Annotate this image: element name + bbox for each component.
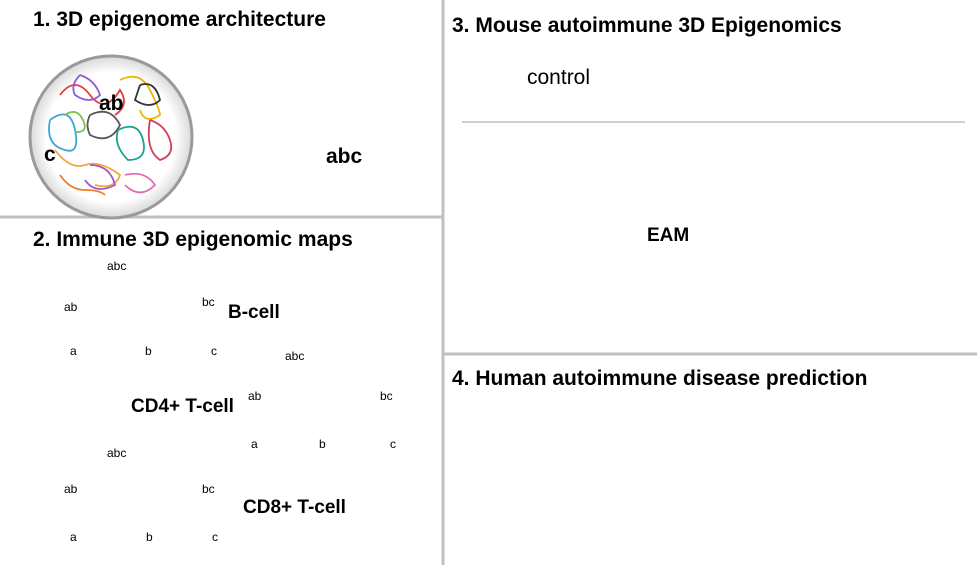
panel3-title: 3. Mouse autoimmune 3D Epigenomics (452, 14, 842, 37)
map2-label-b: b (319, 437, 326, 451)
map1-label-bc: bc (202, 295, 215, 309)
nucleus-left (28, 54, 194, 220)
label-control: control (527, 66, 591, 89)
map2-label-ab: ab (248, 389, 262, 403)
map1-label-c: c (211, 344, 217, 358)
map2-cell-label: CD4+ T-cell (131, 396, 234, 417)
map2-label-a: a (251, 437, 258, 451)
panel2-title: 2. Immune 3D epigenomic maps (33, 228, 353, 251)
label-ab: ab (99, 92, 124, 115)
map3-label-c: c (212, 530, 218, 544)
map2-label-bc: bc (380, 389, 393, 403)
panel1-title: 1. 3D epigenome architecture (33, 8, 326, 31)
map3-label-abc: abc (107, 446, 127, 460)
panel4-title: 4. Human autoimmune disease prediction (452, 367, 868, 390)
label-c: c (44, 143, 56, 166)
map2-label-abc: abc (285, 349, 305, 363)
map2-label-c: c (390, 437, 396, 451)
map1-cell-label: B-cell (228, 302, 280, 323)
map3-label-b: b (146, 530, 153, 544)
label-eam: EAM (647, 225, 690, 246)
map3-cell-label: CD8+ T-cell (243, 497, 346, 518)
map3-label-a: a (70, 530, 77, 544)
map1-label-ab: ab (64, 300, 78, 314)
map1-label-abc: abc (107, 259, 127, 273)
label-abc: abc (326, 145, 363, 168)
map3-label-ab: ab (64, 482, 78, 496)
label-t1d: T1D (728, 66, 766, 88)
map1-label-b: b (145, 344, 152, 358)
map3-label-bc: bc (202, 482, 215, 496)
map1-label-a: a (70, 344, 77, 358)
